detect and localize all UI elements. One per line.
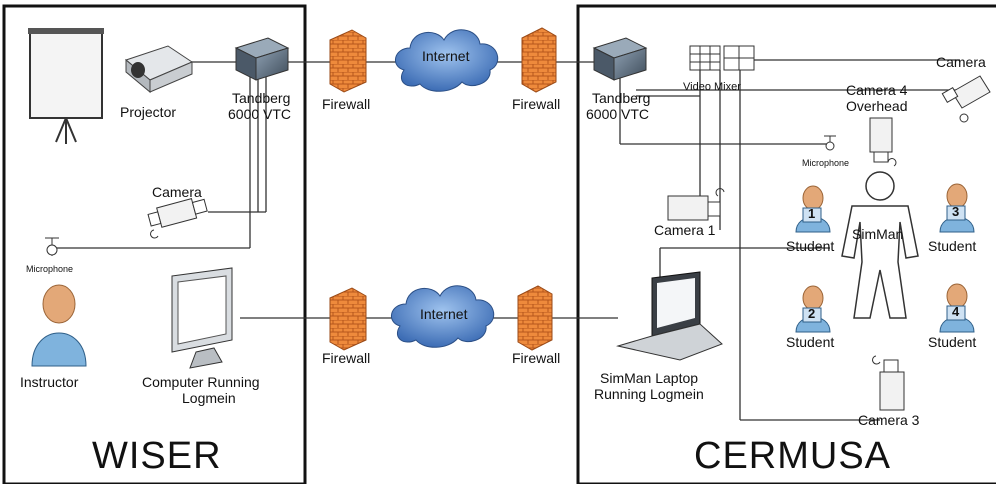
student-2-icon <box>795 285 831 333</box>
firewall-bottom-left-icon <box>329 287 367 351</box>
instructor-label: Instructor <box>20 374 79 390</box>
computer-label-1: Computer Running <box>142 374 260 390</box>
microphone-right-label: Microphone <box>802 158 850 168</box>
wiser-region-border <box>2 4 307 484</box>
student-3-label: Student <box>928 238 977 254</box>
student-4-number: 4 <box>952 304 960 319</box>
cermusa-region-border <box>576 4 996 484</box>
camera-1-label: Camera 1 <box>654 222 716 238</box>
wiser-region-title: WISER <box>92 435 222 477</box>
tandberg-left-label-2: 6000 VTC <box>228 106 292 122</box>
projection-screen-icon <box>28 28 104 144</box>
computer-label-2: Logmein <box>182 390 236 406</box>
camera-3-icon <box>872 355 905 411</box>
camera-1-icon <box>667 188 725 221</box>
firewall-bottom-right-icon <box>517 285 553 351</box>
firewall-bottom-left-label: Firewall <box>322 350 371 366</box>
instructor-icon <box>31 284 87 367</box>
camera-4-label-2: Overhead <box>846 98 908 114</box>
tandberg-right-icon <box>592 37 648 81</box>
tandberg-left-label-1: Tandberg <box>232 90 291 106</box>
internet-top-label: Internet <box>422 48 470 64</box>
video-mixer-icon <box>689 45 755 71</box>
internet-cloud-bottom-icon <box>391 285 495 348</box>
simman-mannequin-icon <box>841 171 919 319</box>
camera-3-label: Camera 3 <box>858 412 920 428</box>
internet-bottom-label: Internet <box>420 306 468 322</box>
camera-4-overhead-icon <box>869 117 897 167</box>
simman-laptop-label-2: Running Logmein <box>594 386 704 402</box>
simman-laptop-icon <box>616 271 723 361</box>
simman-label: SimMan <box>852 226 904 242</box>
camera-left-icon <box>147 198 208 239</box>
projector-icon <box>124 45 194 94</box>
student-1-number: 1 <box>808 206 816 221</box>
tandberg-right-label-2: 6000 VTC <box>586 106 650 122</box>
camera-right-label: Camera <box>936 54 986 70</box>
tandberg-left-icon <box>234 37 290 81</box>
microphone-left-label: Microphone <box>26 264 74 274</box>
student-4-icon <box>939 283 975 333</box>
student-4-label: Student <box>928 334 977 350</box>
student-3-number: 3 <box>952 204 960 219</box>
student-2-label: Student <box>786 334 835 350</box>
computer-monitor-icon <box>171 267 233 369</box>
camera-right-icon <box>941 75 991 123</box>
student-1-label: Student <box>786 238 835 254</box>
firewall-top-left-icon <box>329 29 367 93</box>
firewall-top-right-icon <box>521 27 557 93</box>
firewall-top-left-label: Firewall <box>322 96 371 112</box>
video-mixer-label: Video Mixer <box>683 81 741 93</box>
student-2-number: 2 <box>808 306 816 321</box>
tandberg-right-label-1: Tandberg <box>592 90 651 106</box>
student-1-icon <box>795 185 831 233</box>
internet-cloud-top-icon <box>395 29 499 92</box>
projector-label: Projector <box>120 104 177 120</box>
simman-laptop-label-1: SimMan Laptop <box>600 370 699 386</box>
camera-4-label-1: Camera 4 <box>846 82 908 98</box>
firewall-top-right-label: Firewall <box>512 96 561 112</box>
camera-left-label: Camera <box>152 184 202 200</box>
microphone-right-icon <box>824 135 836 151</box>
firewall-bottom-right-label: Firewall <box>512 350 561 366</box>
cermusa-region-title: CERMUSA <box>694 435 892 477</box>
student-3-icon <box>939 183 975 233</box>
microphone-left-icon <box>45 237 59 256</box>
